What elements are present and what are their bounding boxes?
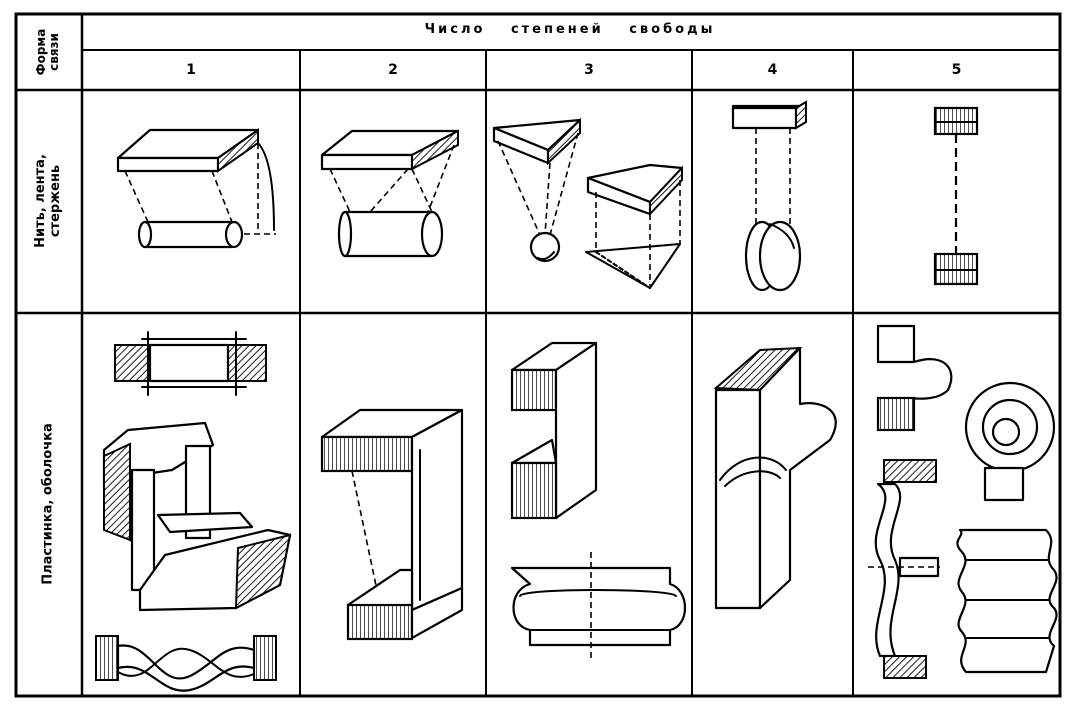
- plate-3dof-figure: [510, 341, 686, 660]
- thread-1dof-figure: [116, 128, 276, 249]
- column-header-1: 1: [186, 62, 196, 78]
- plate-5dof-figure: [868, 324, 1058, 679]
- corner-header: Форма связи: [34, 29, 61, 76]
- plate-4dof-figure: [713, 346, 837, 610]
- column-header-4: 4: [767, 62, 778, 78]
- thread-5dof-figure: [933, 106, 979, 286]
- plate-2dof-figure: [320, 408, 464, 641]
- column-header-2: 2: [388, 62, 398, 78]
- thread-4dof-figure: [731, 100, 808, 292]
- row-label-thread-line1: Нить, лента,: [33, 154, 48, 248]
- plate-1dof-figure: [95, 331, 292, 692]
- thread-3dof-figure: [492, 117, 684, 289]
- column-header-5: 5: [951, 62, 962, 78]
- row-label-plate: Пластинка, оболочка: [40, 423, 56, 585]
- table-grid: [14, 12, 1062, 698]
- row-label-plate-line1: Пластинка, оболочка: [40, 423, 56, 585]
- column-header-3: 3: [584, 62, 594, 78]
- corner-header-line2: связи: [47, 33, 61, 71]
- row-label-thread: Нить, лента, стержень: [33, 154, 63, 248]
- thread-2dof-figure: [320, 129, 460, 258]
- degrees-of-freedom-header: Число степеней свободы: [424, 22, 716, 37]
- row-label-thread-line2: стержень: [48, 164, 63, 238]
